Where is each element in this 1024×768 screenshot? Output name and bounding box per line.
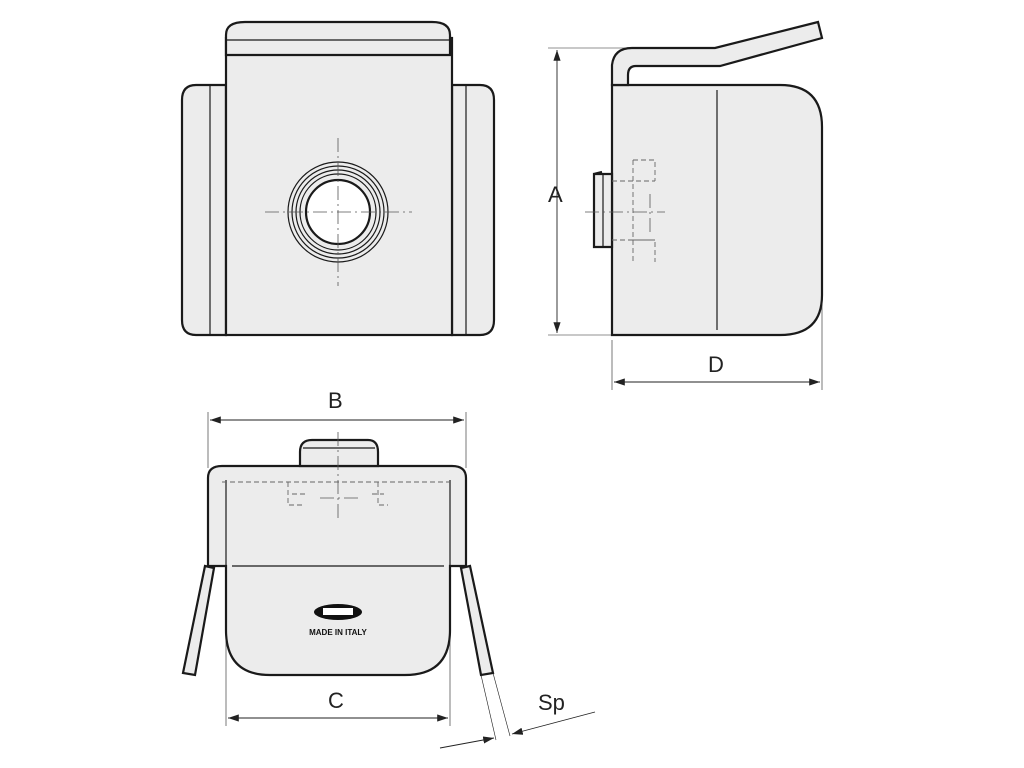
dim-label-a: A: [548, 182, 563, 207]
bottom-view: MADE IN ITALY: [181, 432, 495, 677]
dimensions: A D B C Sp: [207, 47, 823, 749]
dim-label-b: B: [328, 388, 343, 413]
dim-label-sp: Sp: [538, 690, 565, 715]
side-view: [585, 20, 824, 337]
made-in-italy-marking: MADE IN ITALY: [309, 628, 367, 637]
dim-label-d: D: [708, 352, 724, 377]
logo: MADE IN ITALY: [309, 604, 368, 637]
front-view: [180, 20, 496, 337]
dim-label-c: C: [328, 688, 344, 713]
